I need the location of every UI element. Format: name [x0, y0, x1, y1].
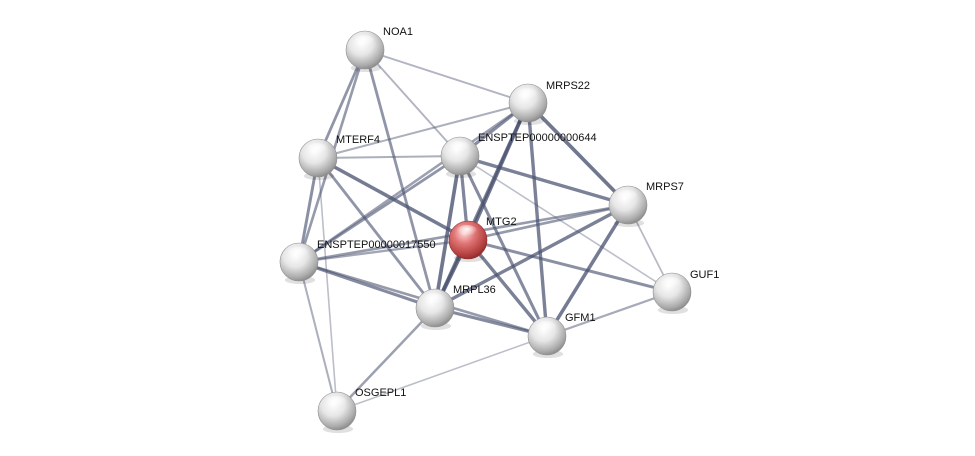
node-label: OSGEPL1	[355, 387, 406, 399]
node-label: MTERF4	[336, 134, 380, 146]
edge-mtg2-guf1[interactable]	[466, 238, 674, 294]
node-noa1[interactable]: NOA1	[345, 26, 413, 72]
node-mtg2[interactable]: MTG2	[448, 216, 517, 262]
node-gfm1[interactable]: GFM1	[527, 312, 596, 358]
edge-mterf4-ensptep00000000644[interactable]	[316, 154, 462, 160]
node-highlight	[448, 141, 470, 155]
node-label: ENSPTEP00000000644	[478, 132, 597, 144]
edges-layer	[297, 48, 674, 413]
edge-ensptep00000000644-guf1[interactable]	[459, 155, 673, 293]
node-mrps7[interactable]: MRPS7	[608, 181, 684, 227]
edge-mrps22-mterf4[interactable]	[316, 101, 530, 160]
node-label: GFM1	[565, 312, 596, 324]
node-highlight	[456, 225, 478, 239]
node-label: MRPS22	[546, 80, 590, 92]
node-ensptep00000000644[interactable]: ENSPTEP00000000644	[440, 132, 597, 178]
node-highlight	[660, 277, 682, 291]
edge-mrpl36-osgepl1[interactable]	[335, 306, 437, 413]
node-highlight	[535, 321, 557, 335]
edge-gfm1-guf1[interactable]	[545, 290, 674, 338]
node-ensptep00000017550[interactable]: ENSPTEP00000017550	[279, 239, 436, 284]
edge-noa1-mrps22[interactable]	[364, 49, 529, 104]
node-highlight	[306, 143, 328, 157]
node-mrpl36[interactable]: MRPL36	[415, 284, 496, 330]
edge-ensptep00000000644-ensptep00000017550[interactable]	[297, 154, 462, 264]
node-highlight	[423, 293, 445, 307]
node-mrps22[interactable]: MRPS22	[508, 80, 590, 125]
edge-noa1-mrpl36[interactable]	[363, 48, 437, 310]
edge-ensptep00000017550-osgepl1[interactable]	[297, 260, 339, 413]
edge-ensptep00000000644-mrpl36[interactable]	[433, 154, 462, 310]
edge-noa1-mterf4[interactable]	[316, 48, 367, 160]
node-label: ENSPTEP00000017550	[317, 239, 436, 251]
node-osgepl1[interactable]: OSGEPL1	[317, 387, 406, 433]
edge-gfm1-osgepl1[interactable]	[336, 335, 548, 412]
node-label: MTG2	[486, 216, 517, 228]
edge-mterf4-mrpl36[interactable]	[316, 156, 437, 310]
edge-mtg2-gfm1[interactable]	[466, 238, 549, 338]
node-highlight	[287, 247, 309, 261]
node-highlight	[325, 396, 347, 410]
edge-mrps22-mrps7[interactable]	[526, 101, 630, 207]
node-label: NOA1	[383, 26, 413, 38]
node-label: GUF1	[690, 269, 719, 281]
edge-ensptep00000000644-gfm1[interactable]	[458, 154, 549, 338]
node-mterf4[interactable]: MTERF4	[298, 134, 380, 180]
node-highlight	[353, 35, 375, 49]
edge-mterf4-osgepl1[interactable]	[317, 157, 338, 412]
node-label: MRPS7	[646, 181, 684, 193]
edge-ensptep00000000644-mrps7[interactable]	[458, 154, 630, 207]
node-label: MRPL36	[453, 284, 496, 296]
node-guf1[interactable]: GUF1	[652, 269, 719, 314]
edge-noa1-ensptep00000000644[interactable]	[364, 49, 461, 157]
node-highlight	[616, 190, 638, 204]
node-highlight	[516, 88, 538, 102]
edge-mtg2-ensptep00000017550[interactable]	[297, 238, 470, 264]
